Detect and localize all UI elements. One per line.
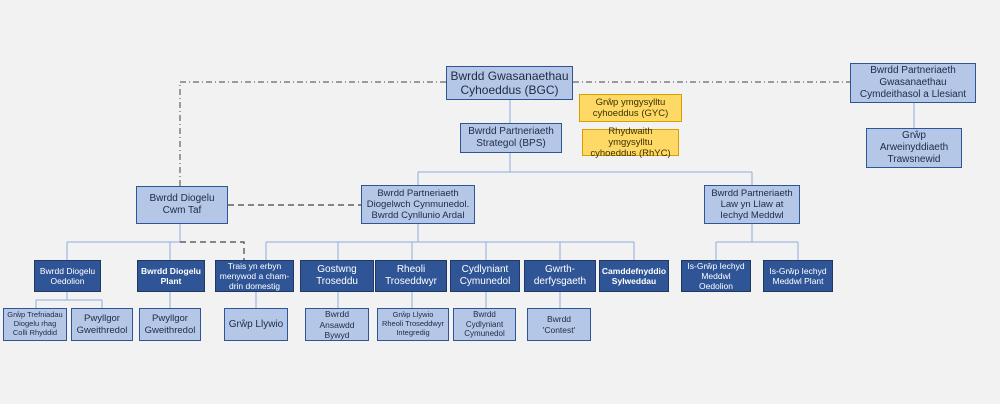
reduce-crime-box: Gostwng Troseddu [300,260,374,292]
executive-committee-adult-box: Pwyllgor Gweithredol [71,308,133,341]
transformation-group-box: Grŵp Arweinyddiaeth Trawsnewid [866,128,962,168]
connector-bgc-safeguarding [179,81,446,186]
contest-board-box: Bwrdd 'Contest' [527,308,591,341]
offender-management-box: Rheoli Troseddwyr [375,260,447,292]
procedures-group-box: Grŵp Trefniadau Diogelu rhag Colli Rhydd… [3,308,67,341]
domestic-abuse-box: Trais yn erbyn menywod a cham- drin dome… [215,260,294,292]
community-cohesion-board-box: Bwrdd Cydlyniant Cymunedol [453,308,516,341]
counter-terrorism-box: Gwrth- derfysgaeth [524,260,596,292]
child-mental-health-subgroup-box: Is-Grŵp Iechyd Meddwl Plant [763,260,833,292]
executive-committee-child-box: Pwyllgor Gweithredol [139,308,201,341]
adult-safeguarding-box: Bwrdd Diogelu Oedolion [34,260,101,292]
connector-safeguarding-domestic [180,241,245,260]
mental-health-box: Bwrdd Partneriaeth Law yn Llaw at Iechyd… [704,185,800,224]
quality-of-life-board-box: Bwrdd Ansawdd Bywyd [305,308,369,341]
bps-box: Bwrdd Partneriaeth Strategol (BPS) [460,123,562,153]
integrated-offender-steering-box: Grŵp Llywio Rheoli Troseddwyr Integredig [377,308,449,341]
rhyc-box: Rhydwaith ymgysylltu cyhoeddus (RhYC) [582,126,679,159]
gyc-box: Grŵp ymgysylltu cyhoeddus (GYC) [579,94,682,122]
community-safety-box: Bwrdd Partneriaeth Diogelwch Cynmunedol.… [361,185,475,224]
substance-misuse-box: Camddefnyddio Sylweddau [599,260,669,292]
steering-group-box: Grŵp Llywio [224,308,288,341]
partnership-social-box: Bwrdd Partneriaeth Gwasanaethau Cymdeith… [850,63,976,103]
safeguarding-board-box: Bwrdd Diogelu Cwm Taf [136,186,228,224]
adult-mental-health-subgroup-box: Is-Grŵp Iechyd Meddwl Oedolion [681,260,751,292]
community-cohesion-box: Cydlyniant Cymunedol [450,260,520,292]
child-safeguarding-box: Bwrdd Diogelu Plant [137,260,205,292]
bgc-box: Bwrdd Gwasanaethau Cyhoeddus (BGC) [446,66,573,100]
